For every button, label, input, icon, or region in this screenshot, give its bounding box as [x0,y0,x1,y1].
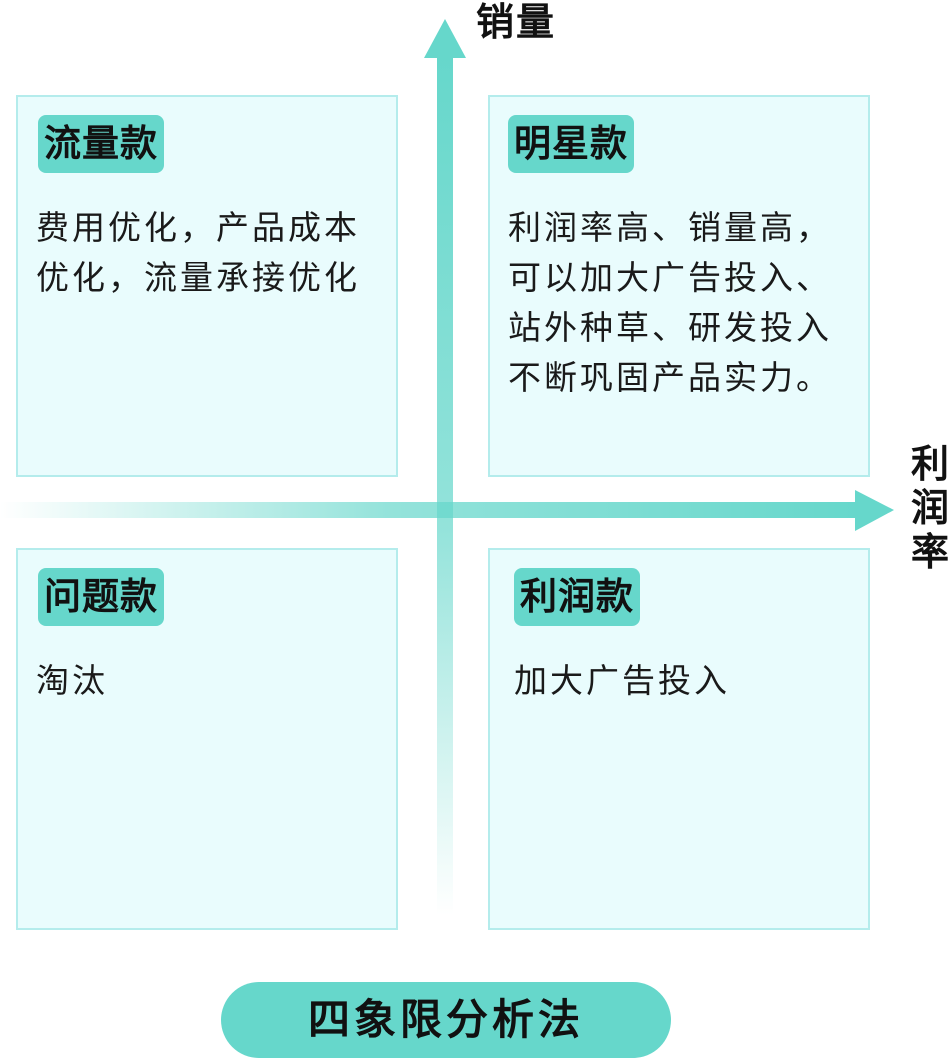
quadrant-star: 明星款 利润率高、销量高， 可以加大广告投入、 站外种草、研发投入 不断巩固产品… [488,95,870,477]
footer-title-pill: 四象限分析法 [221,982,671,1058]
quadrant-description: 利润率高、销量高， 可以加大广告投入、 站外种草、研发投入 不断巩固产品实力。 [508,208,832,397]
quadrant-description: 费用优化，产品成本 优化，流量承接优化 [36,208,360,297]
quadrant-title: 明星款 [508,115,634,173]
quadrant-profit: 利润款 加大广告投入 [488,548,870,930]
quadrant-traffic: 流量款 费用优化，产品成本 优化，流量承接优化 [16,95,398,477]
quadrant-problem: 问题款 淘汰 [16,548,398,930]
quadrant-description: 加大广告投入 [514,661,730,700]
quadrant-title: 流量款 [38,115,164,173]
x-axis-line [0,502,862,518]
quadrant-title: 问题款 [38,568,164,626]
quadrant-title: 利润款 [514,568,640,626]
y-axis-line [437,55,453,915]
y-axis-arrowhead [424,19,466,58]
y-axis-label: 销量 [476,0,557,44]
quadrant-description: 淘汰 [36,661,108,700]
x-axis-label: 利 润 率 [910,442,949,574]
x-axis-arrowhead [855,490,894,531]
